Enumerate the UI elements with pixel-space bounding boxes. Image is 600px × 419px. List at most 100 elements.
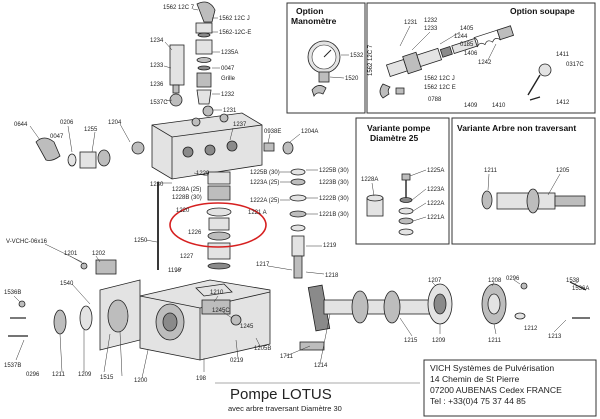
svg-text:1412: 1412	[556, 100, 570, 106]
svg-text:1208: 1208	[488, 278, 502, 284]
variante-pompe-box: Variante pompe Diamètre 25 1228A 1225A 1…	[355, 117, 450, 245]
address-line-3: 07200 AUBENAS Cedex FRANCE	[430, 385, 562, 395]
svg-text:0206: 0206	[60, 120, 74, 126]
page-subtitle: avec arbre traversant Diamètre 30	[228, 404, 342, 413]
svg-text:0047: 0047	[50, 134, 64, 140]
svg-text:1233: 1233	[150, 63, 164, 69]
svg-text:1227: 1227	[180, 254, 194, 260]
svg-text:1537B: 1537B	[4, 363, 21, 369]
svg-text:1219: 1219	[323, 243, 337, 249]
svg-text:1229: 1229	[196, 171, 210, 177]
address-line-4: Tel : +33(0)4 75 37 44 85	[430, 396, 526, 406]
svg-text:1405: 1405	[460, 26, 474, 32]
svg-text:1202: 1202	[92, 251, 106, 257]
svg-text:1205: 1205	[556, 168, 570, 174]
svg-text:0219: 0219	[230, 358, 244, 364]
svg-text:1228A: 1228A	[361, 177, 378, 183]
manometer-title-2: Manomètre	[291, 16, 337, 26]
svg-text:1244: 1244	[454, 34, 468, 40]
svg-text:1250: 1250	[134, 238, 148, 244]
svg-text:0296: 0296	[506, 276, 520, 282]
svg-text:V-VCHC-06x16: V-VCHC-06x16	[6, 239, 48, 245]
svg-text:1207: 1207	[428, 278, 442, 284]
svg-text:1211: 1211	[52, 372, 66, 378]
pompe25-title-1: Variante pompe	[367, 123, 431, 133]
svg-text:1232: 1232	[221, 92, 235, 98]
svg-text:1222A (25): 1222A (25)	[250, 198, 279, 204]
svg-text:1242: 1242	[478, 60, 492, 66]
address-line-2: 14 Chemin de St Pierre	[430, 374, 520, 384]
svg-text:1515: 1515	[100, 375, 114, 381]
svg-text:Grille: Grille	[221, 76, 236, 82]
svg-text:1214: 1214	[314, 363, 328, 369]
manometer-box: Option Manomètre 1532 1520	[286, 2, 366, 114]
svg-text:1562 12C 7: 1562 12C 7	[163, 5, 195, 11]
svg-text:1217: 1217	[256, 262, 270, 268]
svg-text:1237: 1237	[233, 122, 247, 128]
svg-text:1215: 1215	[404, 338, 418, 344]
highlight-ellipse	[169, 202, 267, 248]
address-box	[423, 359, 597, 417]
svg-text:0047: 0047	[221, 66, 235, 72]
svg-text:1406: 1406	[464, 51, 478, 57]
variante-arbre-box: Variante Arbre non traversant 1211 1205	[451, 117, 596, 245]
svg-text:1409: 1409	[464, 103, 478, 109]
svg-text:1209: 1209	[432, 338, 446, 344]
svg-text:1562-12C-E: 1562-12C-E	[219, 30, 251, 36]
svg-text:1222A: 1222A	[427, 201, 444, 207]
svg-text:1218: 1218	[325, 273, 339, 279]
svg-text:1228A (25): 1228A (25)	[172, 187, 201, 193]
svg-text:1410: 1410	[492, 103, 506, 109]
svg-text:1230: 1230	[150, 182, 164, 188]
svg-text:0296: 0296	[26, 372, 40, 378]
svg-text:1562 12C 7: 1562 12C 7	[368, 44, 374, 76]
soupape-box: Option soupape 1231 1232 1233 1405 1244 …	[366, 2, 596, 114]
svg-text:1210: 1210	[210, 290, 224, 296]
svg-text:1204A: 1204A	[301, 129, 318, 135]
svg-text:1213: 1213	[548, 334, 562, 340]
svg-text:1222B (30): 1222B (30)	[319, 196, 349, 202]
svg-text:1223B (30): 1223B (30)	[319, 180, 349, 186]
svg-text:1211: 1211	[484, 168, 498, 174]
svg-text:1231: 1231	[404, 20, 418, 26]
svg-text:1411: 1411	[556, 52, 570, 58]
svg-text:1232: 1232	[424, 18, 438, 24]
svg-text:198: 198	[196, 376, 207, 382]
svg-text:1201: 1201	[64, 251, 78, 257]
svg-text:1223A (25): 1223A (25)	[250, 180, 279, 186]
svg-text:1711: 1711	[280, 354, 294, 360]
svg-text:1233: 1233	[424, 26, 438, 32]
svg-text:1204: 1204	[108, 120, 122, 126]
svg-text:1562 12C E: 1562 12C E	[424, 85, 456, 91]
svg-text:0317C: 0317C	[566, 62, 584, 68]
svg-text:1236: 1236	[150, 82, 164, 88]
svg-text:0788: 0788	[428, 97, 442, 103]
svg-text:1221B (30): 1221B (30)	[319, 212, 349, 218]
svg-text:1225B (30): 1225B (30)	[319, 168, 349, 174]
svg-text:1199: 1199	[168, 268, 182, 274]
svg-text:1211: 1211	[488, 338, 502, 344]
svg-text:1245C: 1245C	[212, 308, 230, 314]
page-title: Pompe LOTUS	[230, 386, 332, 403]
svg-text:1255: 1255	[84, 127, 98, 133]
svg-text:1205B: 1205B	[254, 346, 271, 352]
svg-text:1536A: 1536A	[572, 286, 589, 292]
arbre-title: Variante Arbre non traversant	[457, 123, 576, 133]
pompe25-title-2: Diamètre 25	[370, 133, 418, 143]
svg-text:0185: 0185	[460, 42, 474, 48]
soupape-title: Option soupape	[510, 6, 575, 16]
address-line-1: VICH Systèmes de Pulvérisation	[430, 363, 554, 373]
svg-text:1562 12C J: 1562 12C J	[424, 76, 455, 82]
svg-text:1209: 1209	[78, 372, 92, 378]
svg-text:1221A: 1221A	[427, 215, 444, 221]
svg-text:1228B (30): 1228B (30)	[172, 195, 202, 201]
svg-text:1234: 1234	[150, 38, 164, 44]
svg-text:1536B: 1536B	[4, 290, 21, 296]
svg-text:1225B (30): 1225B (30)	[250, 170, 280, 176]
svg-text:1225A: 1225A	[427, 168, 444, 174]
svg-text:1226: 1226	[188, 230, 202, 236]
svg-text:1220: 1220	[176, 208, 190, 214]
part-labels: 1562 12C 7 1562 12C J 1562-12C-E 1234 12…	[4, 5, 589, 384]
manometer-title-1: Option	[296, 6, 323, 16]
